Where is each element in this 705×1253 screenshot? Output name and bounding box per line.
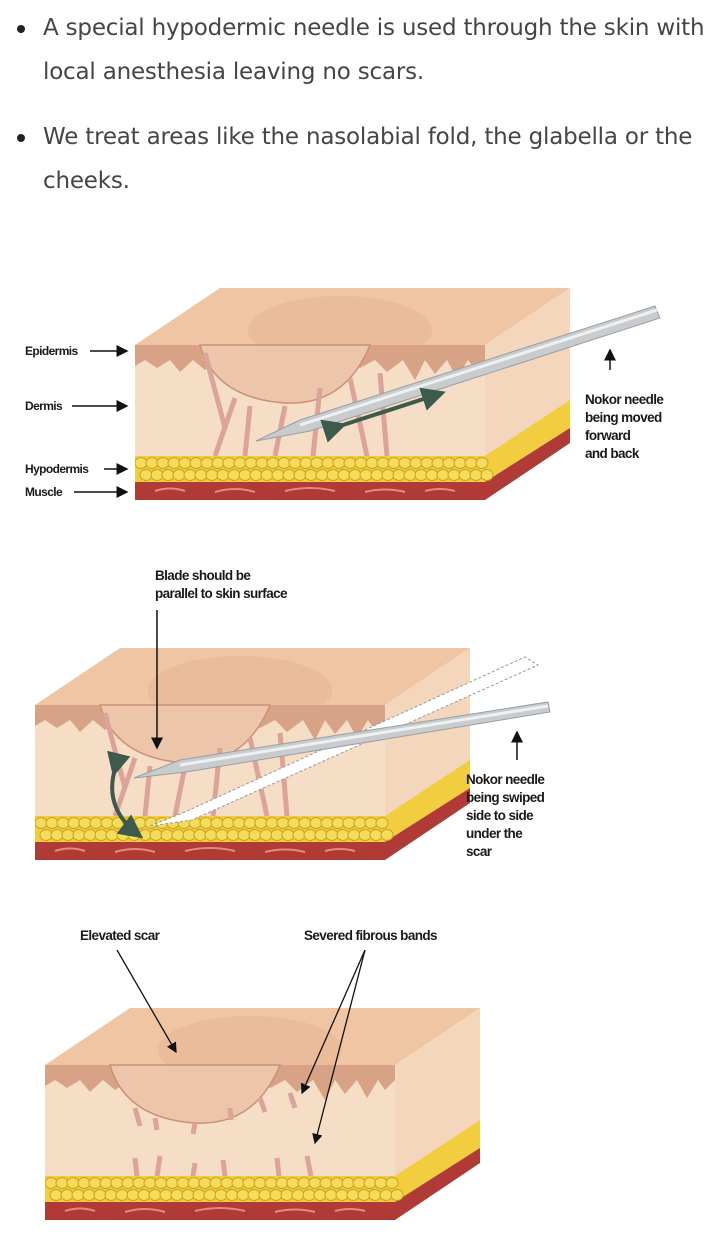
fig3-pointer-arrows bbox=[116, 949, 366, 1145]
muscle-side bbox=[485, 428, 570, 500]
bullet-item: We treat areas like the nasolabial fold,… bbox=[0, 115, 705, 203]
muscle-side bbox=[395, 1148, 480, 1220]
layer-pointer-arrows bbox=[72, 345, 616, 498]
bullet-dot bbox=[17, 134, 25, 142]
skin-cross-section bbox=[34, 648, 470, 860]
muscle-layer bbox=[45, 1202, 395, 1220]
scar-tissue bbox=[109, 1064, 282, 1124]
side-to-side-arrow bbox=[107, 750, 144, 839]
hypodermis-side bbox=[485, 400, 570, 482]
forward-back-arrow bbox=[320, 387, 446, 443]
bullet-list: A special hypodermic needle is used thro… bbox=[0, 6, 705, 224]
diagram-block-1 bbox=[134, 288, 575, 503]
bullet-dot bbox=[17, 25, 25, 33]
fat-cells bbox=[44, 1177, 404, 1201]
label-hypodermis: Hypodermis bbox=[25, 462, 89, 476]
muscle-fibers bbox=[154, 487, 456, 493]
fat-cell bbox=[480, 469, 494, 481]
label-muscle: Muscle bbox=[25, 485, 63, 499]
muscle-layer bbox=[35, 842, 385, 860]
fibrous-bands bbox=[132, 1092, 314, 1177]
fat-cell bbox=[390, 1189, 404, 1201]
bullet-text: We treat areas like the nasolabial fold,… bbox=[43, 124, 693, 194]
muscle-fibers bbox=[54, 847, 356, 853]
fat-cell bbox=[475, 457, 489, 469]
diagram-block-2 bbox=[34, 648, 475, 863]
label-dermis: Dermis bbox=[25, 399, 63, 413]
fat-cell bbox=[385, 1177, 399, 1189]
fat-cell bbox=[375, 817, 389, 829]
skin-cross-section bbox=[134, 288, 570, 500]
muscle-fibers bbox=[64, 1207, 366, 1213]
bullet-item: A special hypodermic needle is used thro… bbox=[0, 6, 705, 94]
hypodermis-side bbox=[395, 1120, 480, 1202]
diagram-block-3 bbox=[44, 1008, 485, 1223]
fat-cells bbox=[134, 457, 494, 481]
muscle-layer bbox=[135, 482, 485, 500]
fat-cell bbox=[380, 829, 394, 841]
label-severed-bands: Severed fibrous bands bbox=[304, 928, 438, 943]
label-elevated-scar: Elevated scar bbox=[80, 928, 160, 943]
bullet-text: A special hypodermic needle is used thro… bbox=[43, 15, 705, 85]
skin-cross-section bbox=[44, 1008, 480, 1220]
label-epidermis: Epidermis bbox=[25, 344, 78, 358]
needle-2 bbox=[133, 701, 551, 779]
muscle-side bbox=[385, 788, 470, 860]
hypodermis-side bbox=[385, 760, 470, 842]
fat-cells bbox=[34, 817, 394, 841]
